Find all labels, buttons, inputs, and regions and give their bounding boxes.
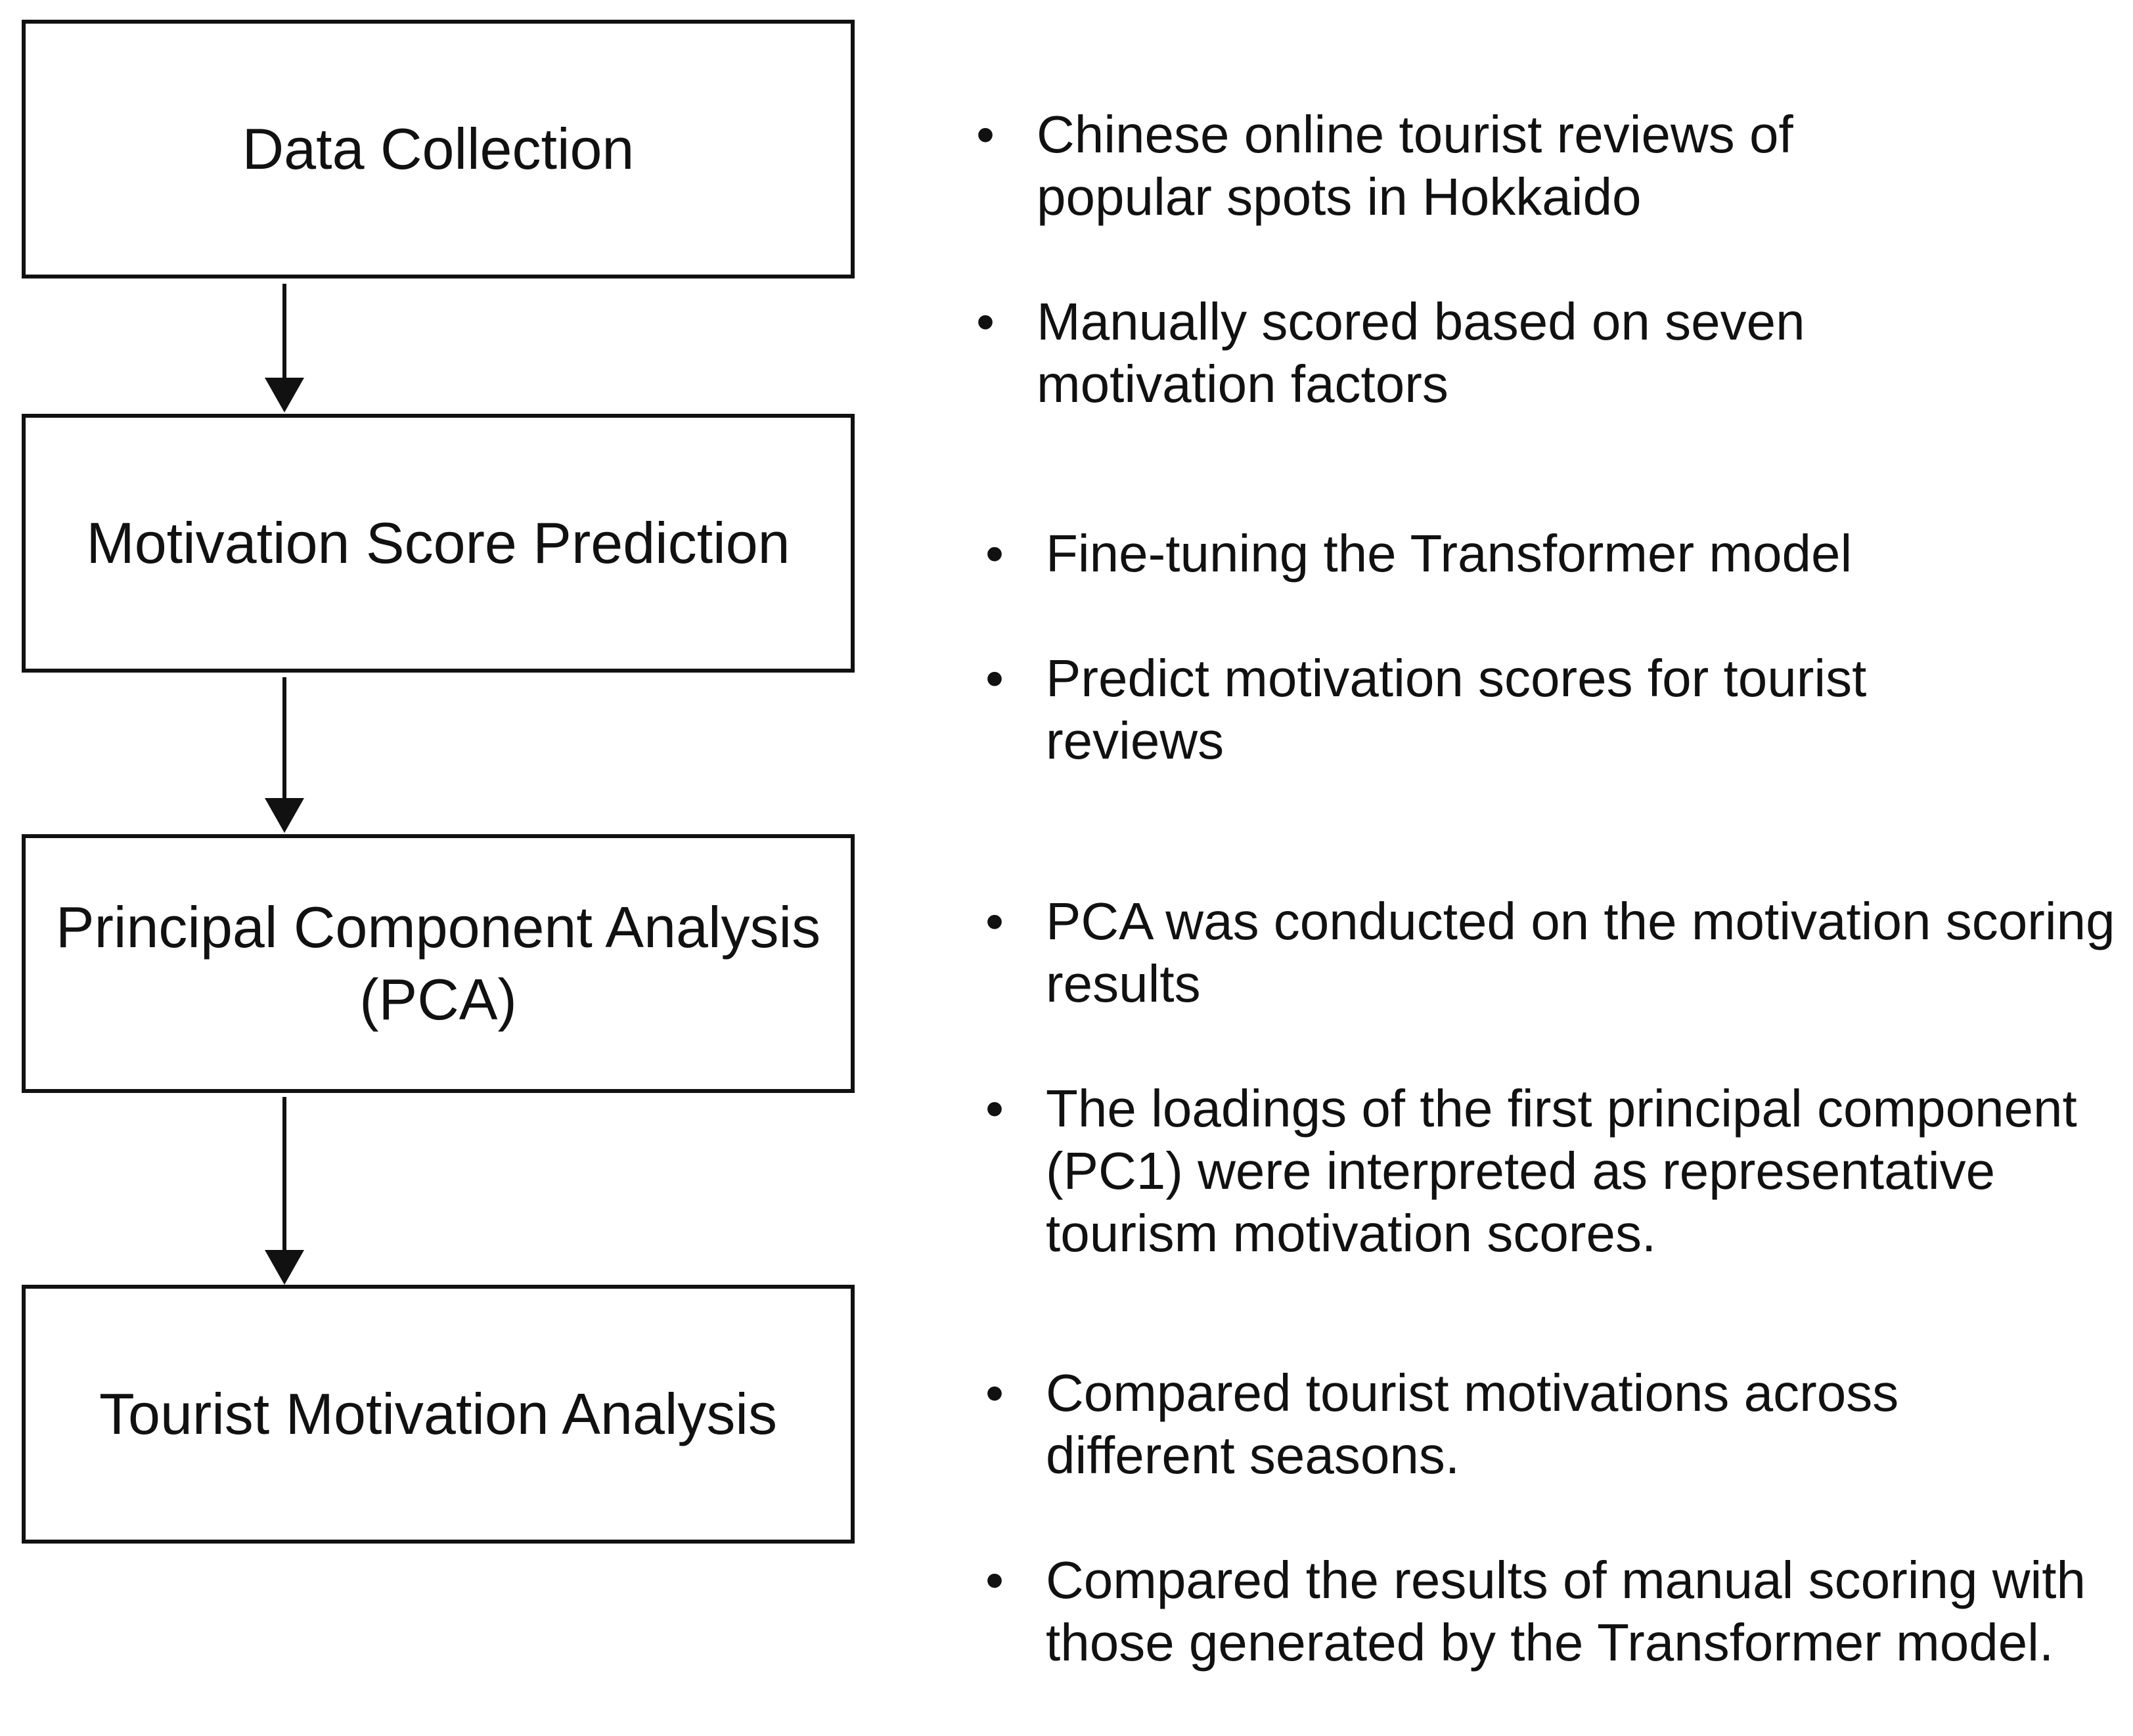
note-text: The loadings of the first principal comp…	[1046, 1079, 2077, 1262]
stage-title-pca: Principal Component Analysis (PCA)	[55, 895, 821, 1032]
arrow-3	[265, 1097, 304, 1285]
note-item: • Manually scored based on seven motivati…	[976, 290, 1805, 415]
flow-arrows	[265, 284, 304, 1285]
arrow-2	[265, 677, 304, 833]
stage-box-motivation-score-prediction: Motivation Score Prediction	[22, 414, 855, 673]
note-item: • Chinese online tourist reviews of popul…	[976, 103, 1805, 228]
flowchart: Data Collection • Chinese online tourist …	[22, 20, 2115, 1672]
note-item: • Compared tourist motivations across dif…	[985, 1362, 2086, 1486]
note-item: • PCA was conducted on the motivation sco…	[985, 890, 2115, 1015]
note-item: • Predict motivation scores for tourist r…	[985, 647, 1867, 772]
bullet-icon: •	[985, 1079, 1004, 1138]
note-text: Compared tourist motivations across diff…	[1046, 1364, 1899, 1484]
note-item: • Compared the results of manual scoring …	[985, 1549, 2086, 1674]
bullet-icon: •	[985, 649, 1004, 707]
stage-notes-tourist-motivation-analysis: • Compared tourist motivations across dif…	[985, 1299, 2086, 1736]
note-text: Manually scored based on seven motivatio…	[1037, 292, 1805, 413]
arrowhead-1	[265, 378, 304, 412]
stage-notes-data-collection: • Chinese online tourist reviews of popul…	[976, 41, 1805, 478]
note-text: Chinese online tourist reviews of popula…	[1037, 105, 1793, 226]
stage-box-tourist-motivation-analysis: Tourist Motivation Analysis	[22, 1285, 855, 1544]
bullet-icon: •	[976, 292, 995, 351]
stage-title-motivation-score-prediction: Motivation Score Prediction	[86, 510, 790, 575]
note-text: Compared the results of manual scoring w…	[1046, 1551, 2086, 1672]
note-item: • Fine-tuning the Transformer model	[985, 522, 1866, 585]
stage-notes-pca: • PCA was conducted on the motivation sco…	[985, 828, 2115, 1327]
stage-notes-motivation-score-prediction: • Fine-tuning the Transformer model • Pred…	[985, 460, 1867, 834]
stage-box-pca: Principal Component Analysis (PCA)	[22, 834, 855, 1093]
note-text: Fine-tuning the Transformer model	[1046, 524, 1852, 583]
stage-title-data-collection: Data Collection	[242, 116, 635, 181]
note-text: Predict motivation scores for tourist re…	[1046, 649, 1867, 770]
bullet-icon: •	[985, 524, 1004, 583]
bullet-icon: •	[985, 892, 1004, 950]
stage-box-data-collection: Data Collection	[22, 20, 855, 278]
arrowhead-2	[265, 798, 304, 833]
note-item: • The loadings of the first principal com…	[985, 1077, 2115, 1264]
bullet-icon: •	[985, 1551, 1004, 1609]
arrowhead-3	[265, 1250, 304, 1285]
arrow-1	[265, 284, 304, 412]
stage-title-tourist-motivation-analysis: Tourist Motivation Analysis	[99, 1381, 777, 1446]
note-text: PCA was conducted on the motivation scor…	[1046, 892, 2115, 1013]
bullet-icon: •	[985, 1364, 1004, 1422]
bullet-icon: •	[976, 105, 995, 164]
